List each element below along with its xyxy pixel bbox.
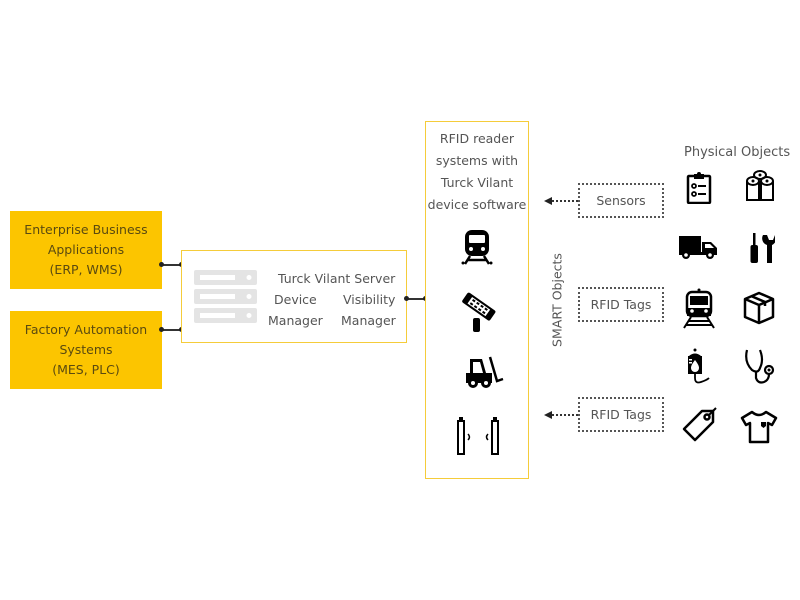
iv-bag-icon	[685, 348, 713, 388]
physical-objects-title: Physical Objects	[684, 145, 791, 160]
connector-dot	[404, 296, 409, 301]
reader-line4: device software	[427, 197, 527, 212]
rfid-tags-box: RFID Tags	[578, 397, 664, 432]
device-manager-line2: Manager	[268, 313, 323, 328]
paper-rolls-icon	[745, 170, 775, 204]
factory-automation-box: Factory Automation Systems (MES, PLC)	[10, 311, 162, 389]
enterprise-line3: (ERP, WMS)	[49, 262, 123, 277]
reader-line2: systems with	[435, 153, 519, 168]
enterprise-business-box: Enterprise Business Applications (ERP, W…	[10, 211, 162, 289]
server-stack-icon	[194, 270, 257, 323]
stethoscope-icon	[744, 348, 776, 386]
rfid-tags-label: RFID Tags	[590, 297, 652, 312]
rfid-tags-box: RFID Tags	[578, 287, 664, 322]
train-icon	[461, 228, 493, 268]
box-icon	[743, 291, 775, 325]
sensors-box: Sensors	[578, 183, 664, 218]
connector-line	[162, 264, 182, 266]
enterprise-line1: Enterprise Business	[24, 222, 148, 237]
train-icon	[682, 288, 716, 330]
device-manager-line1: Device	[274, 292, 317, 307]
price-tag-icon	[682, 407, 718, 443]
sensors-label: Sensors	[596, 193, 646, 208]
connector-line	[407, 298, 426, 300]
connector-dot	[159, 262, 164, 267]
factory-line3: (MES, PLC)	[52, 362, 120, 377]
reader-line1: RFID reader	[439, 131, 515, 146]
tools-icon	[749, 231, 775, 265]
enterprise-line2: Applications	[47, 242, 125, 257]
visibility-manager-line2: Manager	[341, 313, 396, 328]
smart-objects-label: SMART Objects	[549, 253, 565, 347]
handheld-reader-icon	[458, 292, 498, 334]
rfid-tags-label: RFID Tags	[590, 407, 652, 422]
arrow-left-icon	[544, 410, 578, 420]
server-title: Turck Vilant Server	[278, 271, 396, 286]
arrow-left-icon	[544, 196, 578, 206]
clipboard-icon	[686, 172, 712, 204]
connector-dot	[159, 327, 164, 332]
gate-antenna-icon	[455, 416, 501, 456]
reader-line3: Turck Vilant	[440, 175, 514, 190]
factory-line1: Factory Automation	[24, 322, 148, 337]
tshirt-icon	[740, 410, 778, 444]
rfid-reader-label: RFID reader systems with Turck Vilant de…	[425, 128, 529, 216]
truck-icon	[679, 234, 719, 260]
factory-line2: Systems	[59, 342, 113, 357]
connector-line	[162, 329, 182, 331]
forklift-icon	[464, 355, 504, 389]
visibility-manager-line1: Visibility	[343, 292, 396, 307]
